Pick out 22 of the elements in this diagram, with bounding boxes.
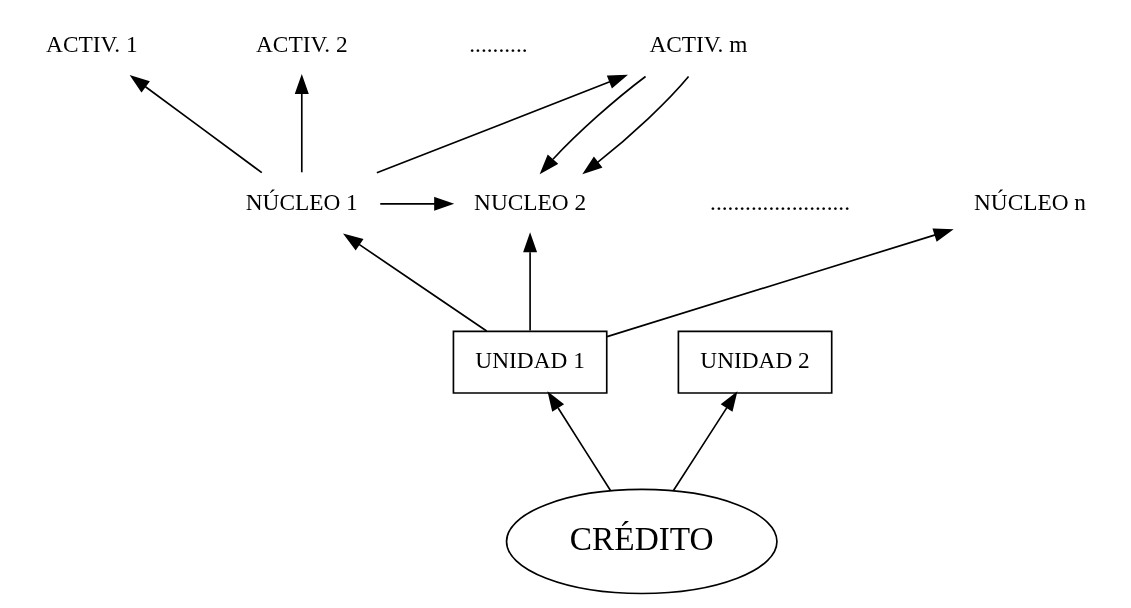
label: ........................	[710, 188, 850, 215]
arrow	[523, 232, 538, 332]
arrow	[582, 75, 690, 175]
arrow	[294, 73, 309, 174]
node-text: NÚCLEO n	[974, 188, 1087, 215]
arrow	[343, 233, 488, 332]
node-text: ACTIV. 1	[46, 30, 138, 57]
arrow	[539, 75, 647, 175]
node-box: UNIDAD 1	[452, 330, 608, 394]
arrow	[606, 228, 954, 338]
arrow	[376, 74, 628, 174]
label: ..........	[469, 30, 528, 57]
node-text: NÚCLEO 1	[245, 188, 358, 215]
arrow	[379, 196, 455, 211]
node-ellipse: CRÉDITO	[505, 488, 778, 595]
arrow	[672, 391, 738, 492]
arrow	[129, 75, 263, 174]
node-box: UNIDAD 2	[677, 330, 833, 394]
node-text: ACTIV. m	[649, 30, 748, 57]
arrow	[547, 391, 612, 492]
node-text: NUCLEO 2	[474, 188, 587, 215]
node-text: ACTIV. 2	[256, 30, 348, 57]
